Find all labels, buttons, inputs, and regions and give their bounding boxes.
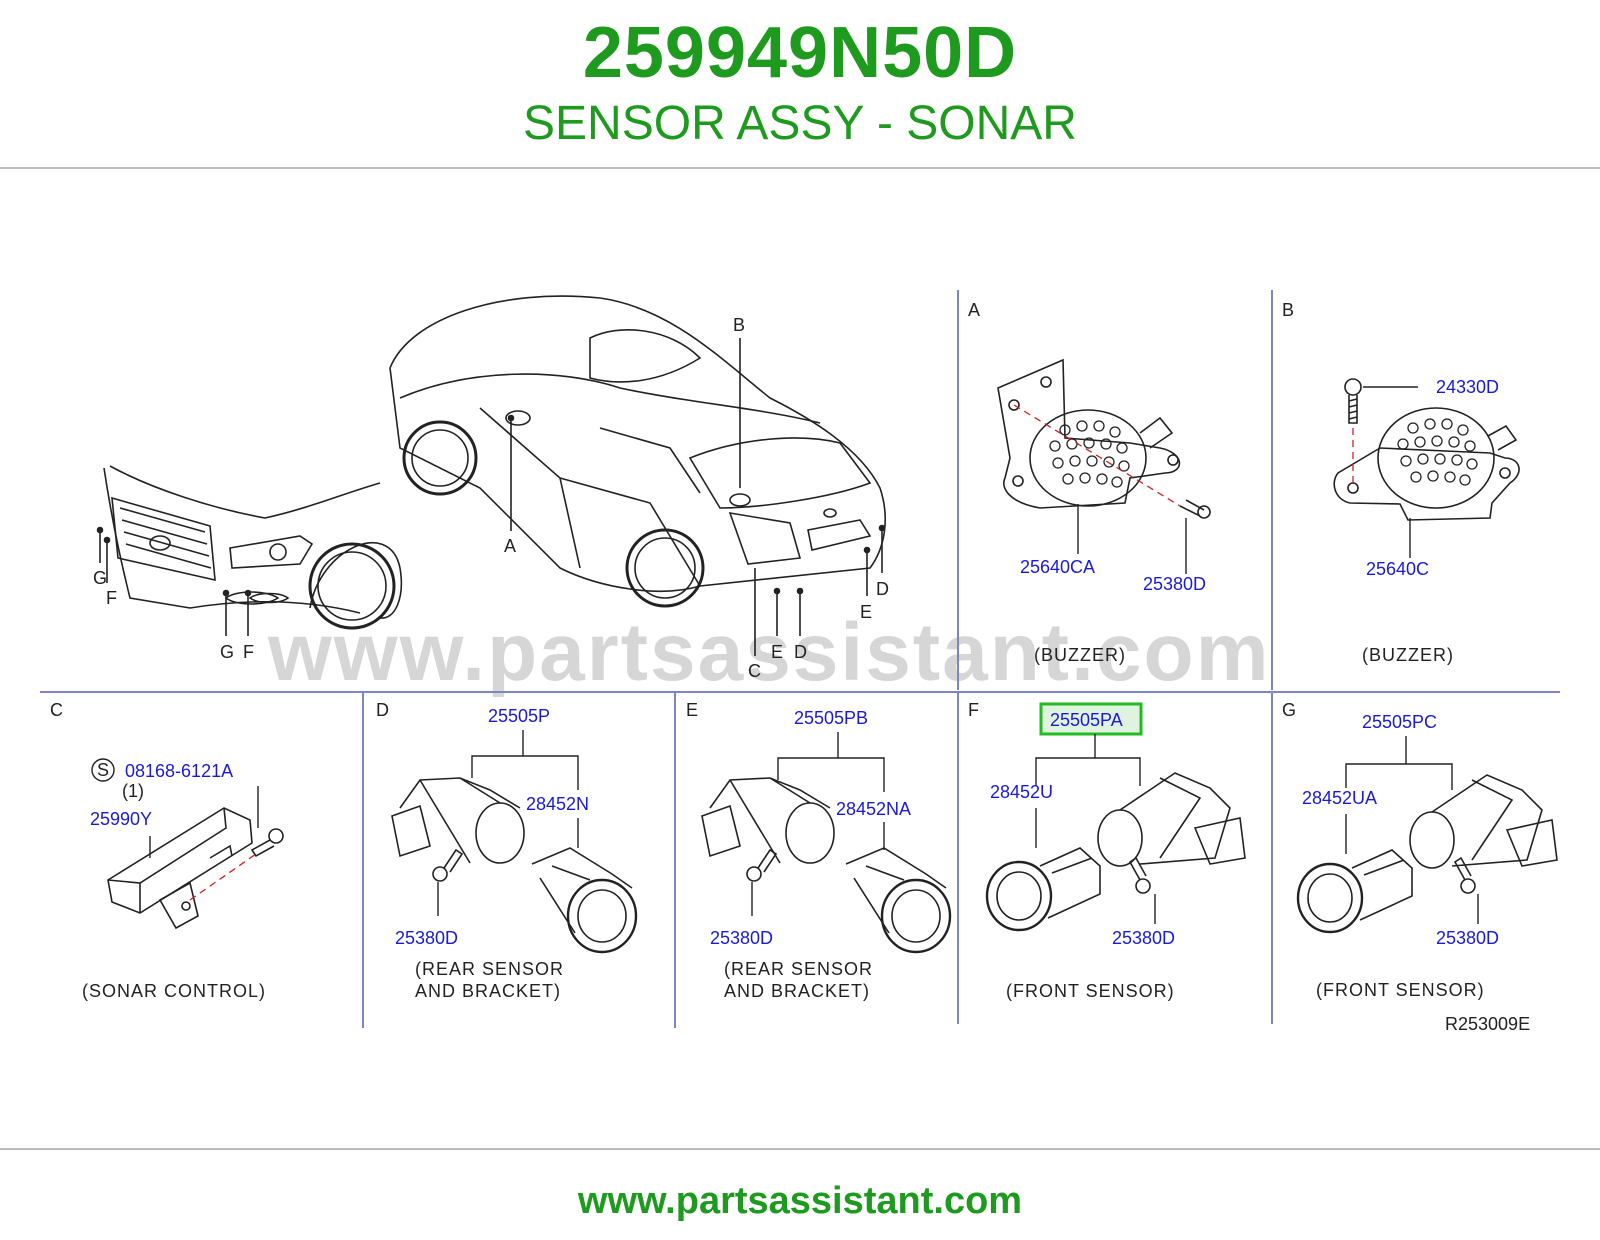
panel-c: C S 08168-6121A (1) 25990Y (SONAR CONTRO… xyxy=(50,700,284,1001)
panel-g-letter: G xyxy=(1282,700,1296,720)
highlight-box xyxy=(1039,702,1143,736)
part-number: 259949N50D xyxy=(582,13,1018,93)
part-25380d-a[interactable]: 25380D xyxy=(1143,574,1206,594)
part-25640ca[interactable]: 25640CA xyxy=(1020,557,1095,577)
panel-c-letter: C xyxy=(50,700,63,720)
rear-sensor-d-drawing xyxy=(391,777,638,954)
rear-car-drawing xyxy=(389,295,886,656)
part-28452na[interactable]: 28452NA xyxy=(836,799,911,819)
footer-divider xyxy=(0,1148,1600,1150)
buzzer-a-alignment-line xyxy=(1013,404,1181,507)
part-25505pb[interactable]: 25505PB xyxy=(794,708,868,728)
watermark: www.partsassistant.com xyxy=(267,607,1271,698)
panel-d-caption-2: AND BRACKET) xyxy=(415,981,561,1001)
part-28452ua[interactable]: 28452UA xyxy=(1302,788,1377,808)
buzzer-a-holes xyxy=(1049,420,1130,488)
panel-f-letter: F xyxy=(968,700,979,720)
callout-d-corner: D xyxy=(876,579,889,599)
callout-e-rear: E xyxy=(771,642,783,662)
callout-g-front: G xyxy=(220,642,234,662)
parts-diagram-svg: www.partsassistant.com xyxy=(40,290,1560,1034)
panel-dividers xyxy=(40,290,1560,1028)
panel-d-caption-1: (REAR SENSOR xyxy=(415,959,564,979)
part-25380d-d[interactable]: 25380D xyxy=(395,928,458,948)
callout-d-rear: D xyxy=(794,642,807,662)
part-25640c[interactable]: 25640C xyxy=(1366,559,1429,579)
diagram-code: R253009E xyxy=(1445,1014,1530,1034)
buzzer-b-drawing xyxy=(1333,378,1520,521)
callout-f-front-left: F xyxy=(106,588,117,608)
callout-g-front-left: G xyxy=(93,568,107,588)
panel-f: F 25505PA 28452U 25380D (FRONT SENSOR) xyxy=(968,700,1246,1001)
panel-f-caption: (FRONT SENSOR) xyxy=(1006,981,1175,1001)
panel-b: B 24330D 25640C (BUZZER) xyxy=(1282,300,1520,665)
panel-e-caption-2: AND BRACKET) xyxy=(724,981,870,1001)
buzzer-a-drawing xyxy=(997,358,1211,519)
part-25505pa[interactable]: 25505PA xyxy=(1050,710,1123,730)
part-25380d-e[interactable]: 25380D xyxy=(710,928,773,948)
header-divider xyxy=(0,167,1600,169)
footer-url[interactable]: www.partsassistant.com xyxy=(577,1180,1023,1222)
page-header: 259949N50D SENSOR ASSY - SONAR xyxy=(0,0,1600,170)
sonar-control-drawing xyxy=(107,807,284,930)
panel-d: D 25505P 28452N 25380D (REAR SENSOR AND … xyxy=(376,700,638,1001)
panel-e-caption-1: (REAR SENSOR xyxy=(724,959,873,979)
buzzer-b-holes xyxy=(1397,418,1478,486)
callout-c: C xyxy=(748,661,761,681)
rear-sensor-e-drawing xyxy=(701,777,952,954)
callout-f-front: F xyxy=(243,642,254,662)
part-08168-6121a[interactable]: 08168-6121A xyxy=(125,761,233,781)
part-25380d-g[interactable]: 25380D xyxy=(1436,928,1499,948)
part-25990y[interactable]: 25990Y xyxy=(90,809,152,829)
parts-diagram: www.partsassistant.com xyxy=(0,268,1600,1068)
part-25380d-f[interactable]: 25380D xyxy=(1112,928,1175,948)
panel-b-caption: (BUZZER) xyxy=(1362,645,1454,665)
front-car-drawing xyxy=(96,465,403,636)
panel-b-letter: B xyxy=(1282,300,1294,320)
panel-a-caption: (BUZZER) xyxy=(1034,645,1126,665)
panel-g: G 25505PC 28452UA 25380D (FRONT SENSOR) xyxy=(1282,700,1558,1000)
front-sensor-f-drawing xyxy=(985,772,1246,932)
front-sensor-g-drawing xyxy=(1296,774,1558,934)
part-28452u[interactable]: 28452U xyxy=(990,782,1053,802)
panel-d-letter: D xyxy=(376,700,389,720)
panel-e: E 25505PB 28452NA 25380D (REAR SENSOR AN… xyxy=(686,700,952,1001)
part-quantity: (1) xyxy=(122,781,144,801)
part-description: SENSOR ASSY - SONAR xyxy=(523,97,1077,150)
part-25505p[interactable]: 25505P xyxy=(488,706,550,726)
part-24330d[interactable]: 24330D xyxy=(1436,377,1499,397)
panel-g-caption: (FRONT SENSOR) xyxy=(1316,980,1485,1000)
callout-e-corner: E xyxy=(860,602,872,622)
s-symbol-circle xyxy=(91,758,115,782)
callout-b: B xyxy=(733,315,745,335)
panel-c-caption: (SONAR CONTROL) xyxy=(82,981,266,1001)
part-25505pc[interactable]: 25505PC xyxy=(1362,712,1437,732)
panel-a: A 25640CA 25380D (BUZZER) xyxy=(968,300,1211,665)
s-symbol: S xyxy=(97,760,109,780)
panel-a-letter: A xyxy=(968,300,980,320)
callout-a: A xyxy=(504,536,516,556)
panel-e-letter: E xyxy=(686,700,698,720)
overview-callouts: B A G F G F C E D E D xyxy=(93,315,889,681)
part-28452n[interactable]: 28452N xyxy=(526,794,589,814)
sonar-alignment-line xyxy=(189,853,257,901)
